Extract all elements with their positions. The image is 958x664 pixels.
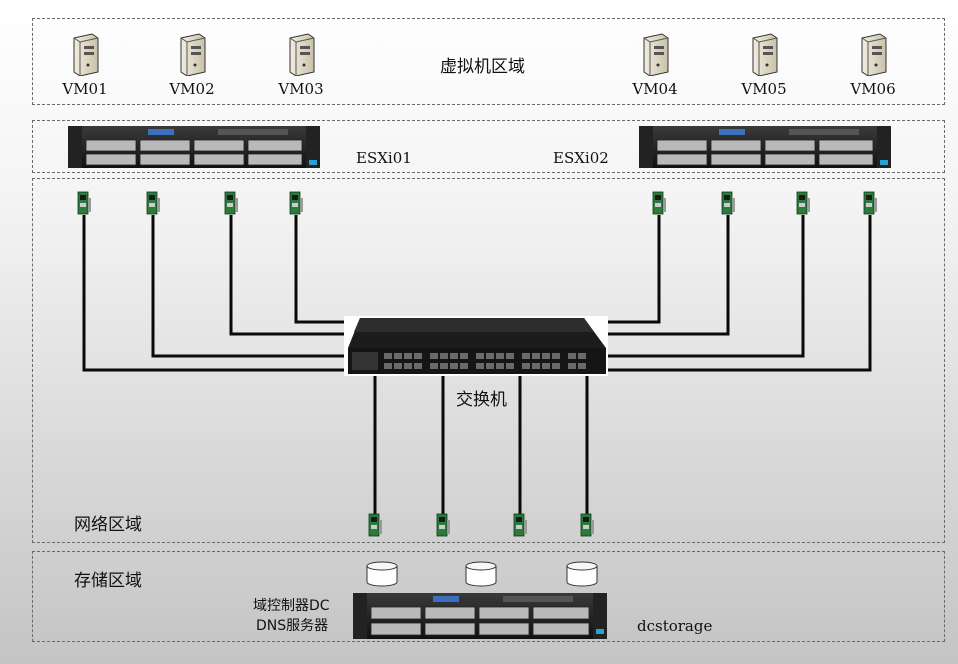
storage-rack-server	[353, 593, 607, 639]
vm-label: VM03	[278, 80, 324, 98]
vm-label: VM02	[169, 80, 215, 98]
network-card-icon	[436, 513, 450, 537]
network-card-icon	[652, 191, 666, 215]
vm-zone-title: 虚拟机区域	[440, 57, 525, 77]
cable-right-2	[607, 215, 730, 336]
esxi01-label: ESXi01	[356, 149, 412, 167]
vm-server-icon	[180, 33, 206, 76]
network-card-icon	[721, 191, 735, 215]
vm-server-icon	[73, 33, 99, 76]
network-card-icon	[77, 191, 91, 215]
network-card-icon	[863, 191, 877, 215]
network-card-icon	[580, 513, 594, 537]
vm-zone	[32, 18, 945, 105]
storage-server-name: dcstorage	[637, 617, 713, 635]
cable-left-3	[229, 215, 350, 336]
vm-label: VM01	[62, 80, 108, 98]
vm-server-icon	[752, 33, 778, 76]
disk-storage-icon	[366, 561, 398, 587]
storage-server-role-2: DNS服务器	[256, 618, 329, 634]
network-card-icon	[289, 191, 303, 215]
network-card-icon	[224, 191, 238, 215]
network-card-icon	[796, 191, 810, 215]
cable-right-1	[607, 215, 661, 324]
storage-server-role-1: 域控制器DC	[253, 598, 330, 614]
cable-left-1	[82, 215, 350, 372]
network-switch	[344, 316, 608, 376]
vm-label: VM06	[850, 80, 896, 98]
network-card-icon	[146, 191, 160, 215]
network-zone	[32, 178, 945, 543]
vm-label: VM04	[632, 80, 678, 98]
esxi-zone	[32, 120, 945, 173]
storage-zone-title: 存储区域	[74, 571, 142, 591]
disk-storage-icon	[566, 561, 598, 587]
vm-server-icon	[643, 33, 669, 76]
cable-right-4	[607, 215, 872, 372]
network-card-icon	[513, 513, 527, 537]
vm-server-icon	[861, 33, 887, 76]
switch-label: 交换机	[456, 390, 507, 410]
cable-left-4	[294, 215, 350, 324]
network-card-icon	[368, 513, 382, 537]
cable-left-2	[151, 215, 350, 358]
storage-zone	[32, 551, 945, 642]
disk-storage-icon	[465, 561, 497, 587]
vm-server-icon	[289, 33, 315, 76]
vm-label: VM05	[741, 80, 787, 98]
esxi01-rack-server	[68, 126, 320, 168]
network-zone-title: 网络区域	[74, 515, 142, 535]
esxi02-rack-server	[639, 126, 891, 168]
esxi02-label: ESXi02	[553, 149, 609, 167]
cable-right-3	[607, 215, 805, 358]
